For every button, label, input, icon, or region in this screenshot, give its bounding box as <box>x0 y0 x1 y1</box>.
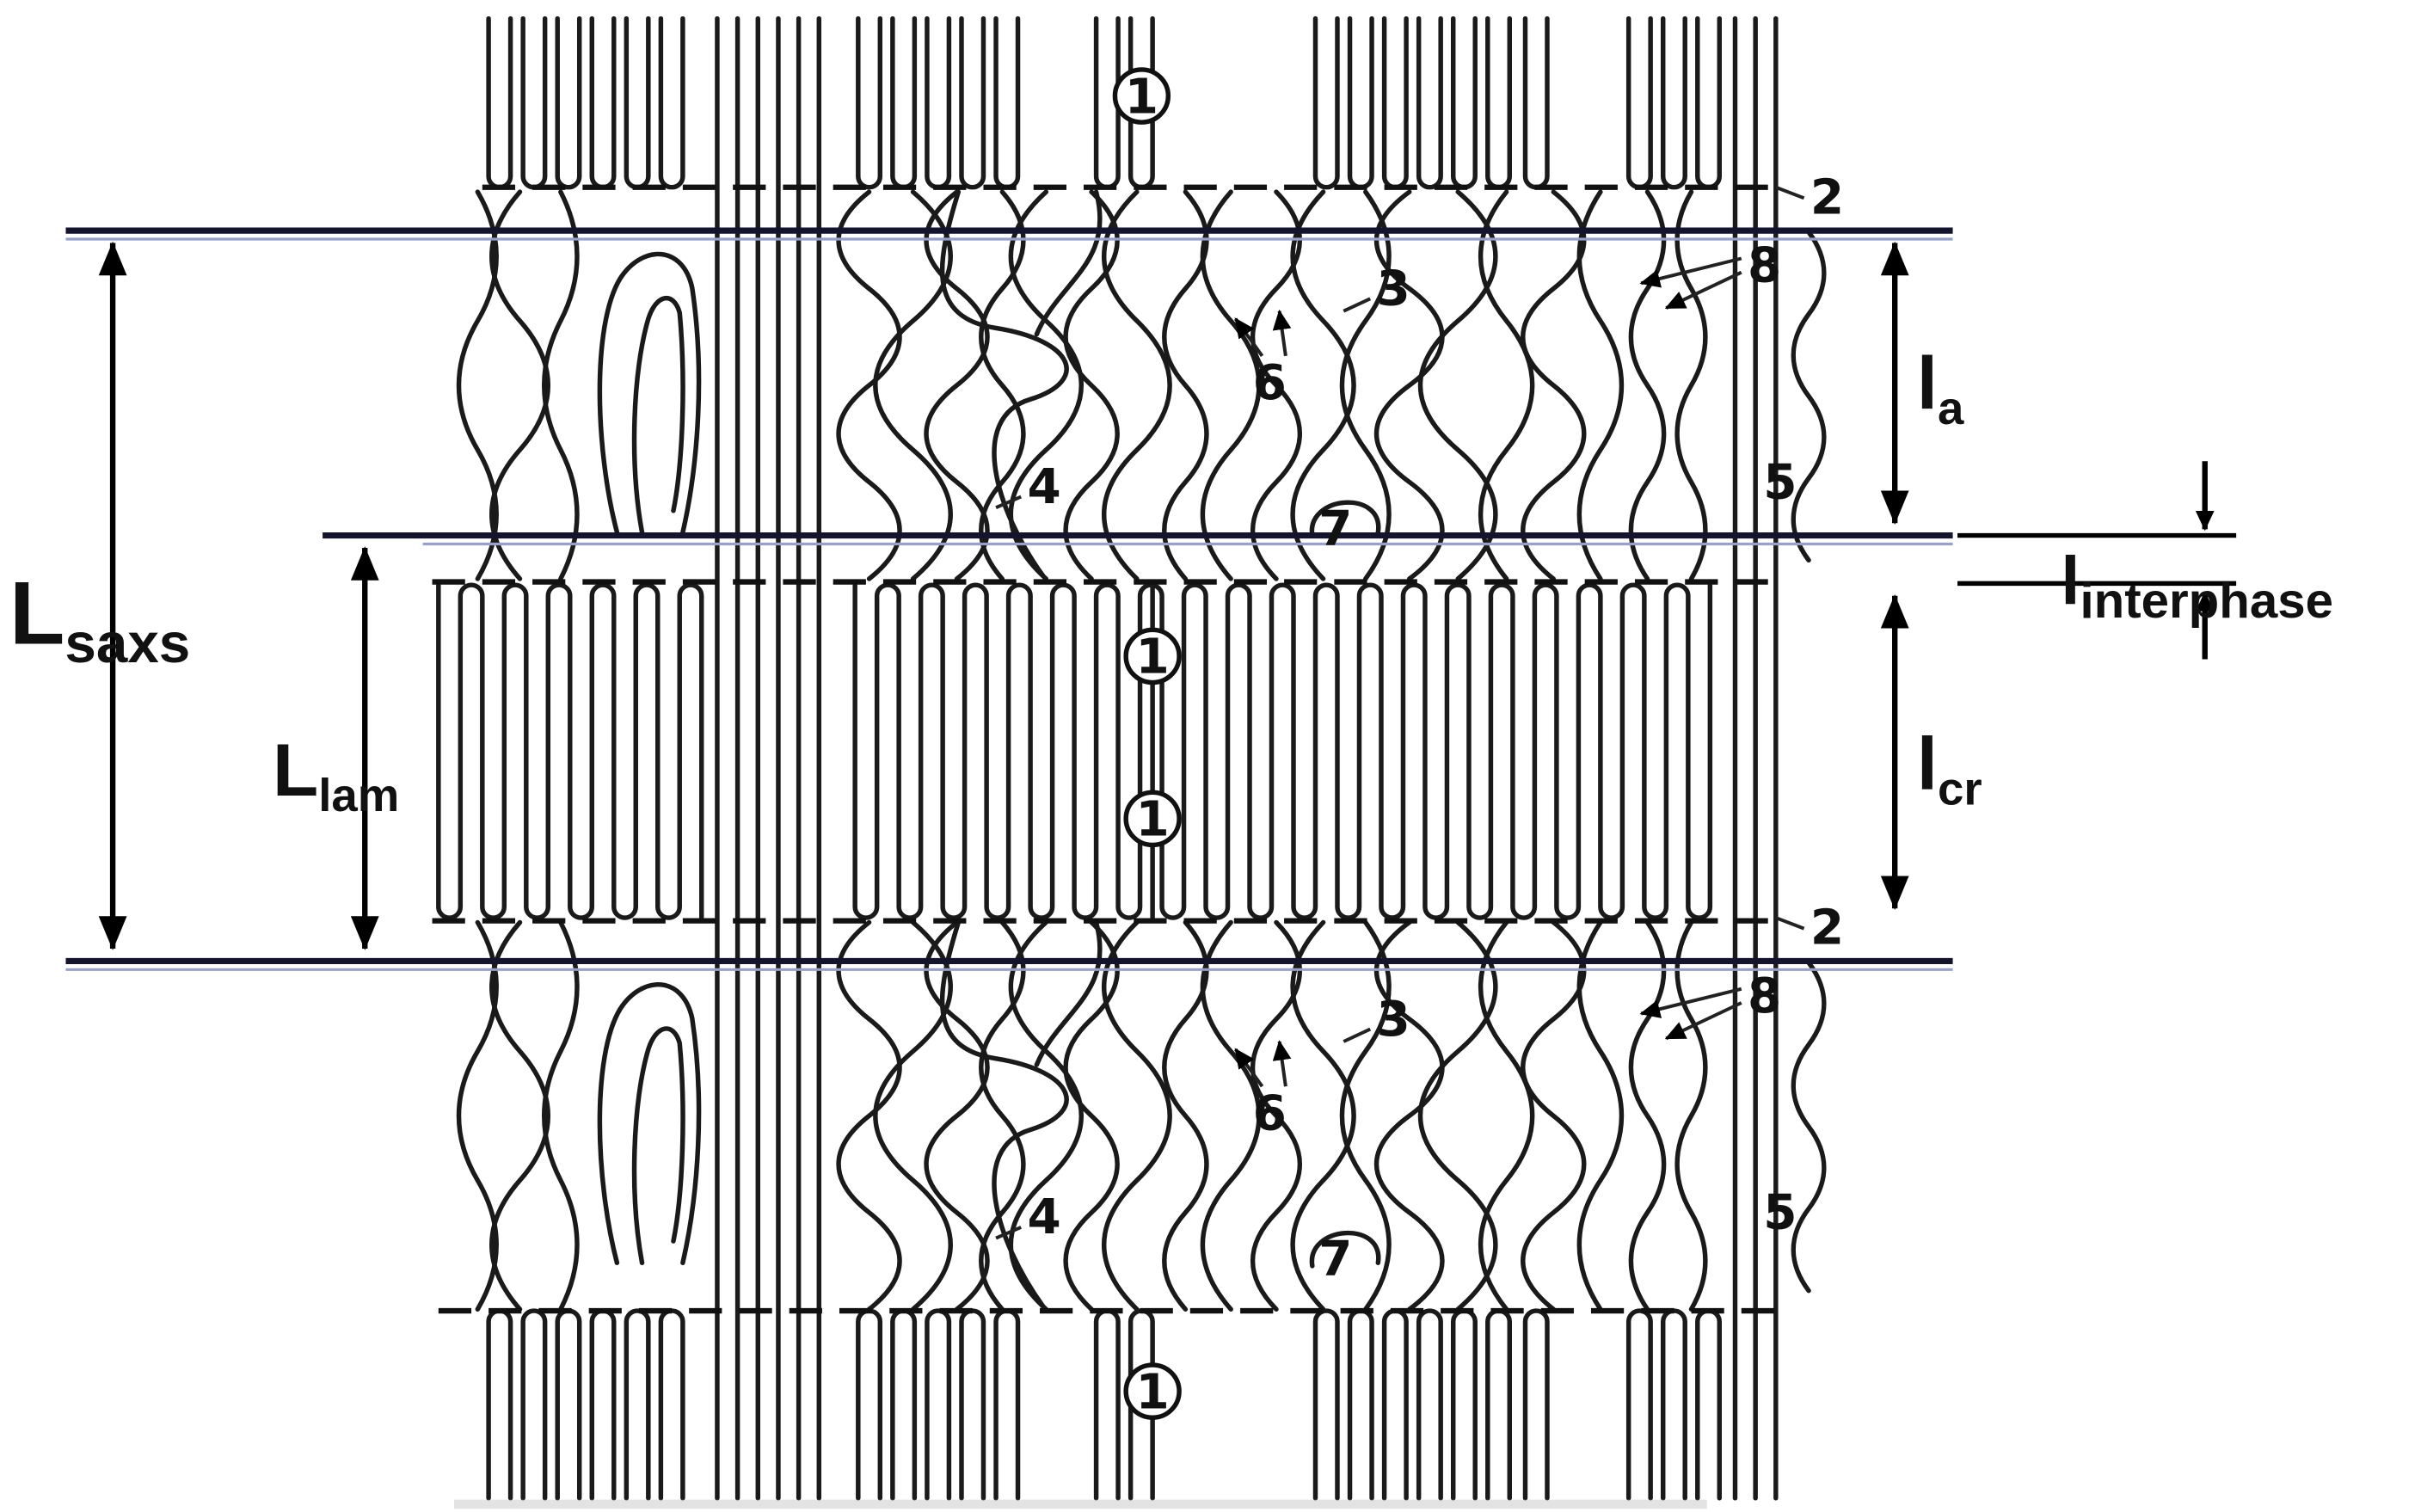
feature-markers-upper: 2 3 4 5 6 7 8 <box>995 170 1844 557</box>
marker-7-label: 7 <box>1318 501 1352 557</box>
marker-1-circled-top: 1 <box>1112 67 1171 126</box>
marker-3-label: 3 <box>1377 261 1410 317</box>
marker-6-arrow-right <box>1272 309 1292 357</box>
marker-1-label: 1 <box>1135 630 1169 685</box>
marker-8-label: 8 <box>1748 238 1781 294</box>
marker-8-arrow-lower <box>1664 270 1742 310</box>
marker-3-leader <box>1343 297 1372 313</box>
label-L-saxs: Lsaxs <box>9 563 190 674</box>
marker-1-label: 1 <box>1125 70 1158 126</box>
marker-1-label: 1 <box>1135 792 1169 848</box>
marker-1-circled-bottom: 1 <box>1123 1362 1182 1421</box>
marker-1-circled-middle-lower: 1 <box>1123 790 1182 848</box>
cropped-caption-remnant <box>454 1499 1707 1509</box>
label-L-lam: Llam <box>273 728 400 821</box>
label-l-cr: lcr <box>1917 722 1982 814</box>
label-l-a: la <box>1917 342 1964 434</box>
marker-6-arrow-left <box>1233 317 1264 358</box>
marker-2-label: 2 <box>1810 170 1844 226</box>
marker-5-label: 5 <box>1763 455 1797 511</box>
marker-1-label: 1 <box>1135 1365 1169 1421</box>
polymer-chain-drawing <box>436 15 1824 1501</box>
marker-1-circled-middle-upper: 1 <box>1123 627 1182 685</box>
marker-4-leader <box>995 495 1022 510</box>
marker-8-arrow-upper <box>1639 256 1742 288</box>
marker-4-label: 4 <box>1027 459 1060 515</box>
label-l-interphase: linterphase <box>2061 542 2333 629</box>
marker-2-leader <box>1775 185 1805 200</box>
marker-6-label: 6 <box>1253 356 1287 412</box>
